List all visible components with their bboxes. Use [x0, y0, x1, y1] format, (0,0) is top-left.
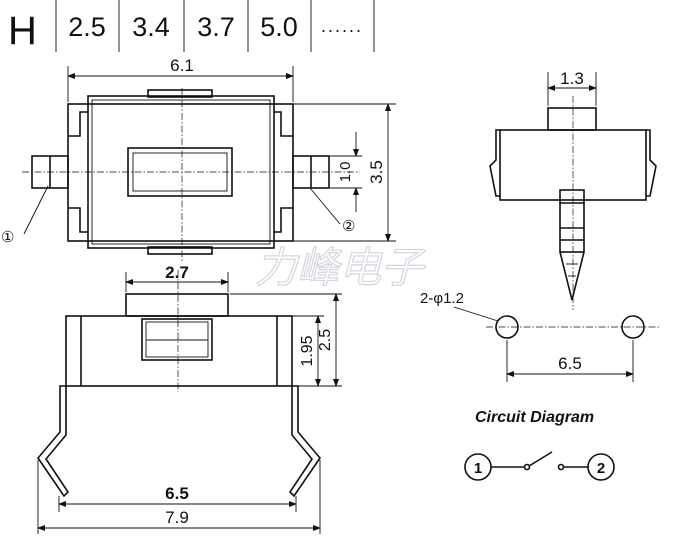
circuit-node-2 — [587, 453, 615, 481]
pcb-hole-1 — [495, 315, 519, 339]
watermark: 力峰电子 — [254, 243, 426, 291]
height-option: 3.7 — [197, 12, 235, 42]
dim-top-height: 3.5 — [367, 160, 386, 184]
height-option-more: ...... — [321, 16, 363, 36]
hole-note: 2-φ1.2 — [420, 290, 464, 307]
header-table: H 2.5 3.4 3.7 5.0 ...... — [8, 0, 375, 53]
dim-side-width: 1.3 — [560, 69, 584, 88]
pcb-footprint: 2-φ1.2 6.5 — [420, 290, 660, 382]
circuit-node-1-label: 1 — [474, 460, 482, 477]
side-view: 1.3 — [489, 69, 657, 310]
dim-total-height: 2.5 — [317, 329, 334, 351]
circuit-diagram: Circuit Diagram 1 2 — [464, 409, 615, 481]
pcb-hole-2 — [621, 315, 645, 339]
height-option: 5.0 — [260, 12, 298, 42]
header-letter: H — [8, 9, 37, 53]
height-option: 2.5 — [68, 12, 106, 42]
circuit-node-2-label: 2 — [597, 460, 605, 477]
top-view: 6.1 3.5 1.0 ① ② — [1, 56, 396, 262]
dim-total-span: 7.9 — [165, 508, 189, 527]
dim-body-height: 1.95 — [299, 335, 316, 366]
dim-actuator-width: 2.7 — [165, 263, 189, 282]
pin1-callout: ① — [1, 229, 14, 246]
circuit-title: Circuit Diagram — [475, 409, 594, 426]
dim-pin-width: 1.0 — [337, 162, 354, 183]
height-option: 3.4 — [132, 12, 170, 42]
dim-top-width: 6.1 — [170, 56, 194, 75]
dim-pin-pitch: 6.5 — [558, 354, 582, 373]
pin2-callout: ② — [342, 218, 355, 235]
front-view: 2.7 1.95 2.5 6.5 7.9 — [36, 263, 342, 534]
switch-contact — [528, 451, 553, 467]
watermark-text: 力峰电子 — [255, 244, 426, 291]
dim-lead-span: 6.5 — [165, 484, 189, 503]
